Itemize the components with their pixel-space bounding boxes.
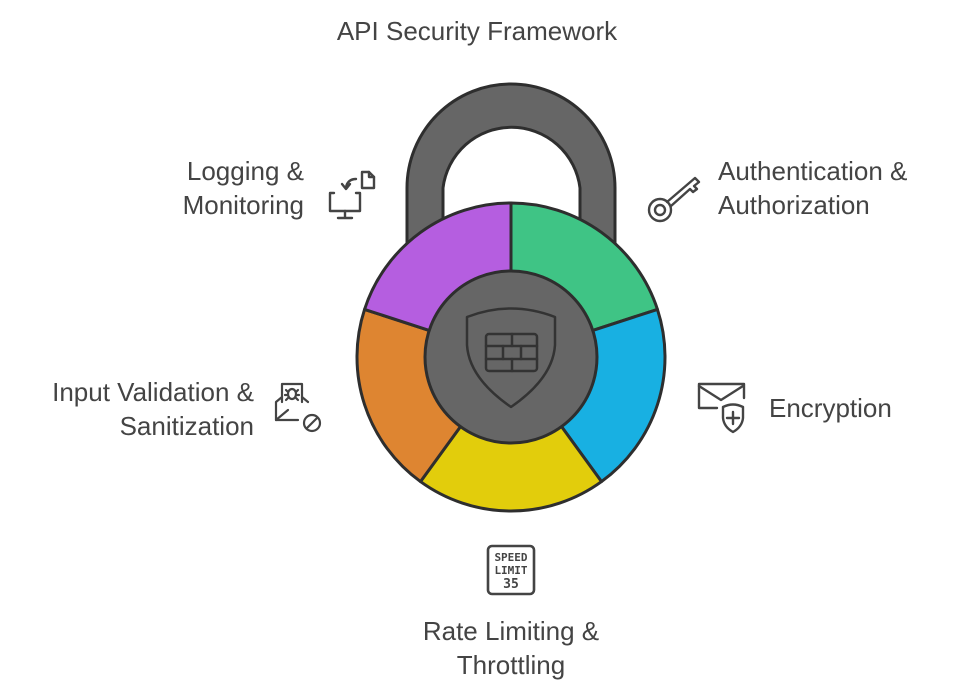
padlock-shackle: [405, 82, 617, 252]
speed-limit-line2: LIMIT: [494, 564, 527, 577]
key-icon: [647, 176, 701, 223]
label-input-validation: Input Validation & Sanitization: [52, 375, 254, 443]
label-authentication-line2: Authorization: [718, 190, 870, 220]
label-input-validation-line2: Sanitization: [119, 411, 254, 441]
label-rate-limiting: Rate Limiting & Throttling: [361, 614, 661, 682]
label-rate-limiting-line2: Throttling: [456, 650, 566, 680]
monitor-file-transfer-icon: [328, 170, 376, 220]
mail-bug-blocked-icon: [274, 382, 322, 433]
shield-firewall-icon: [465, 307, 557, 409]
label-encryption-line1: Encryption: [769, 393, 892, 423]
label-logging: Logging & Monitoring: [183, 154, 304, 222]
diagram-title: API Security Framework: [336, 16, 618, 46]
speed-limit-line3: 35: [503, 577, 519, 592]
label-logging-line2: Monitoring: [182, 190, 304, 220]
label-encryption: Encryption: [769, 391, 892, 425]
mail-shield-icon: [697, 382, 746, 434]
label-rate-limiting-line1: Rate Limiting &: [422, 616, 600, 646]
speed-limit-line1: SPEED: [494, 551, 527, 564]
label-authentication: Authentication & Authorization: [718, 154, 907, 222]
label-authentication-line1: Authentication &: [718, 156, 908, 186]
label-input-validation-line1: Input Validation &: [52, 377, 254, 407]
padlock-center: [423, 269, 599, 445]
label-logging-line1: Logging &: [186, 156, 304, 186]
speed-limit-sign-icon: SPEED LIMIT 35: [486, 544, 536, 596]
